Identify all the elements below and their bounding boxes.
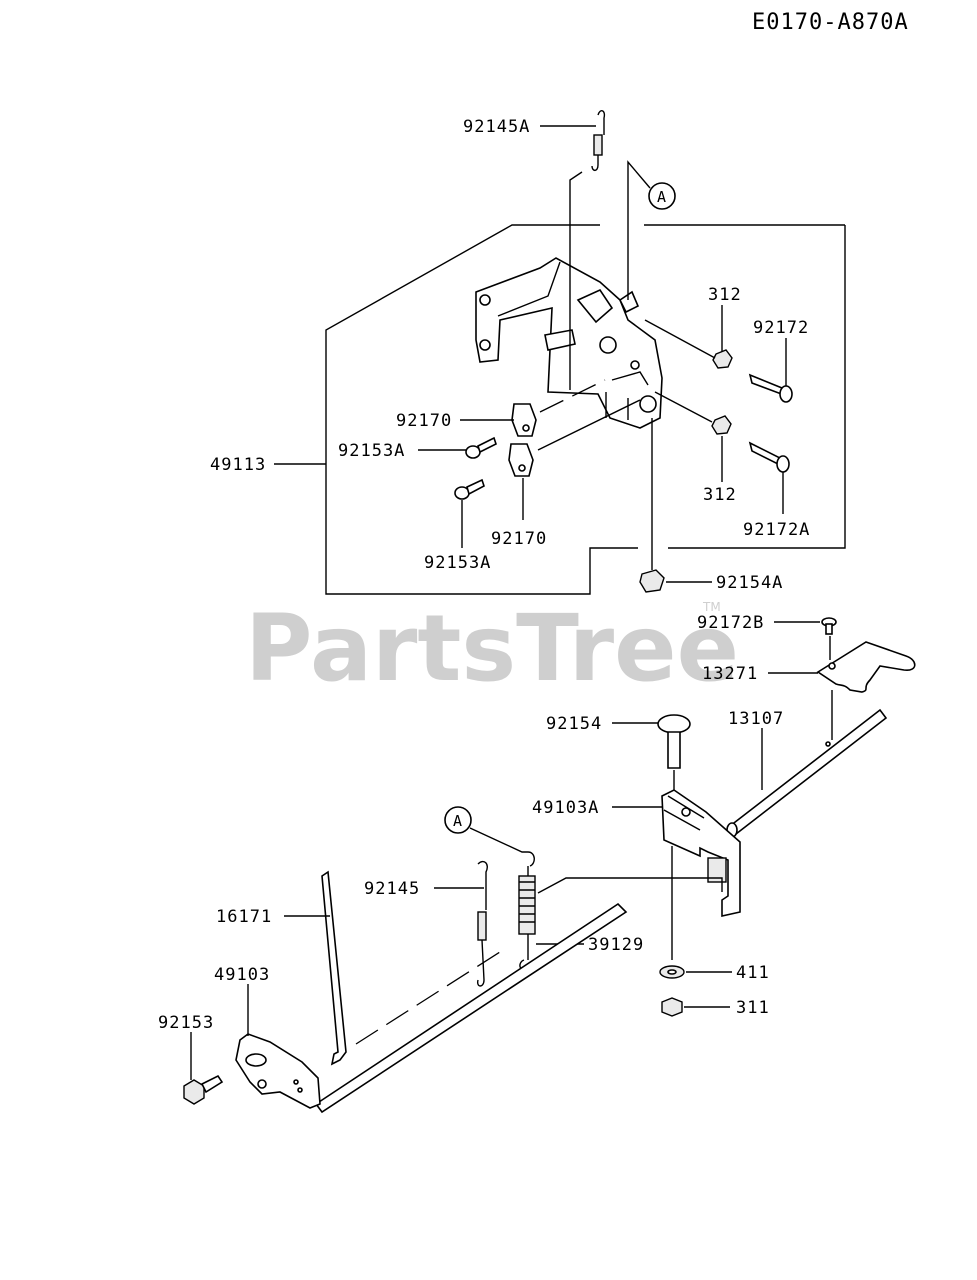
label-92172A: 92172A bbox=[743, 520, 810, 540]
label-92145A: 92145A bbox=[463, 117, 530, 137]
watermark: PartsTree bbox=[245, 595, 739, 702]
clamp-92170-top: 92170 bbox=[396, 379, 606, 437]
watermark-tm: TM bbox=[702, 600, 721, 614]
label-92172: 92172 bbox=[753, 318, 809, 338]
label-312-top: 312 bbox=[708, 285, 742, 305]
label-13271: 13271 bbox=[702, 664, 758, 684]
bolt-92154: 92154 bbox=[546, 714, 691, 794]
nut-312-bottom: 312 bbox=[654, 391, 737, 505]
label-49113: 49113 bbox=[210, 455, 266, 475]
label-13107: 13107 bbox=[728, 709, 784, 729]
label-49103: 49103 bbox=[214, 965, 270, 985]
nut-312-top: 312 bbox=[644, 285, 742, 369]
label-411: 411 bbox=[736, 963, 770, 983]
label-39129: 39129 bbox=[588, 935, 644, 955]
label-92145: 92145 bbox=[364, 879, 420, 899]
label-311: 311 bbox=[736, 998, 770, 1018]
callout-a-top-text: A bbox=[657, 188, 666, 206]
diagram-code: E0170-A870A bbox=[752, 10, 909, 35]
rod-16171: 16171 bbox=[216, 870, 347, 1066]
washer-411: 411 bbox=[659, 963, 770, 983]
bolt-92153: 92153 bbox=[158, 1013, 224, 1105]
label-92153A-top: 92153A bbox=[338, 441, 405, 461]
bolt-92154A: 92154A bbox=[639, 418, 783, 593]
plate-13271: 13271 bbox=[702, 641, 916, 740]
spring-39129: 39129 bbox=[518, 851, 723, 971]
nut-311: 311 bbox=[661, 997, 770, 1018]
callout-a-top: A bbox=[627, 160, 676, 300]
screw-92172B: 92172B bbox=[697, 613, 837, 660]
bracket-49103A: 49103A bbox=[532, 789, 741, 960]
callout-a-bottom-text: A bbox=[453, 812, 462, 830]
label-312-bottom: 312 bbox=[703, 485, 737, 505]
clamp-92170-bottom: 92170 bbox=[491, 399, 641, 549]
label-92153A-bottom: 92153A bbox=[424, 553, 491, 573]
lever-49103: 49103 bbox=[214, 902, 628, 1114]
screw-92172: 92172 bbox=[748, 318, 809, 403]
label-16171: 16171 bbox=[216, 907, 272, 927]
label-92154: 92154 bbox=[546, 714, 602, 734]
screw-92153A-top: 92153A bbox=[338, 436, 497, 461]
control-bracket bbox=[475, 257, 663, 429]
screw-92153A-bottom: 92153A bbox=[424, 478, 491, 573]
label-group-49113: 49113 bbox=[210, 455, 326, 475]
assembly-frame-49113 bbox=[325, 224, 846, 595]
label-92170-top: 92170 bbox=[396, 411, 452, 431]
label-92153: 92153 bbox=[158, 1013, 214, 1033]
label-92172B: 92172B bbox=[697, 613, 764, 633]
label-49103A: 49103A bbox=[532, 798, 599, 818]
screw-92172A: 92172A bbox=[743, 441, 810, 540]
spring-92145: 92145 bbox=[364, 860, 488, 987]
label-92170-bottom: 92170 bbox=[491, 529, 547, 549]
spring-92145A: 92145A bbox=[463, 110, 606, 390]
shaft-13107: 13107 bbox=[726, 708, 888, 838]
label-92154A: 92154A bbox=[716, 573, 783, 593]
callout-a-bottom: A bbox=[444, 806, 528, 853]
